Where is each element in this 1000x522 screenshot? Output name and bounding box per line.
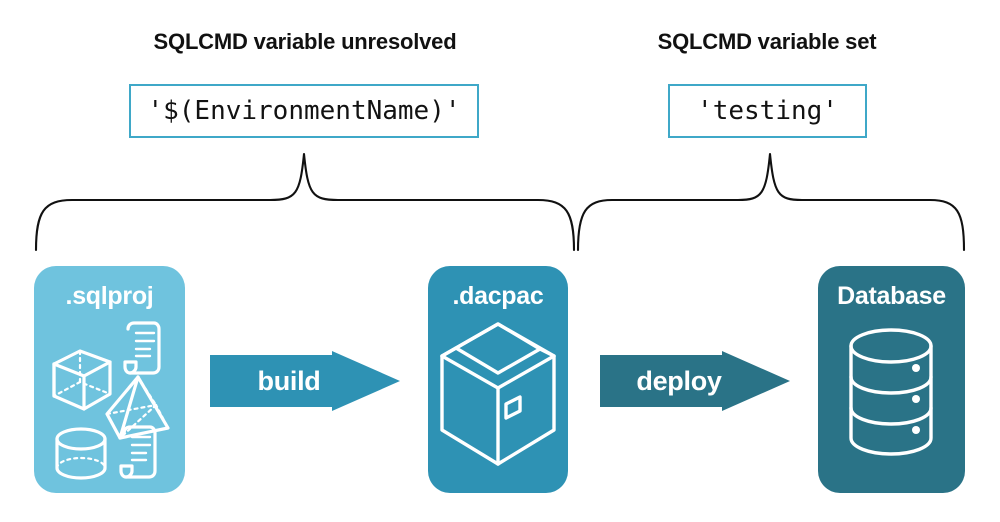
- arrow-deploy: deploy: [600, 351, 790, 411]
- arrow-right-icon: [600, 351, 790, 411]
- arrow-right-icon: [210, 351, 400, 411]
- brace-group: [34, 152, 966, 252]
- database-cylinder-icon: [818, 318, 965, 488]
- stage-label-sqlproj: .sqlproj: [65, 282, 154, 310]
- brace-right: [576, 152, 966, 252]
- sqlproj-objects-icon: [34, 318, 185, 488]
- stage-box-sqlproj[interactable]: .sqlproj: [34, 266, 185, 493]
- arrow-build: build: [210, 351, 400, 411]
- stage-label-database: Database: [837, 282, 946, 310]
- stage-label-dacpac: .dacpac: [452, 282, 544, 310]
- package-box-icon: [428, 318, 568, 488]
- arrow-label-deploy: deploy: [636, 365, 722, 396]
- value-box-testing: 'testing': [668, 84, 867, 138]
- arrow-label-build: build: [257, 365, 321, 396]
- brace-left: [34, 152, 576, 252]
- stage-box-database[interactable]: Database: [818, 266, 965, 493]
- value-box-environment-name: '$(EnvironmentName)': [129, 84, 479, 138]
- heading-sqlcmd-variable-unresolved: SQLCMD variable unresolved: [153, 29, 457, 54]
- stage-box-dacpac[interactable]: .dacpac: [428, 266, 568, 493]
- heading-sqlcmd-variable-set: SQLCMD variable set: [657, 29, 877, 54]
